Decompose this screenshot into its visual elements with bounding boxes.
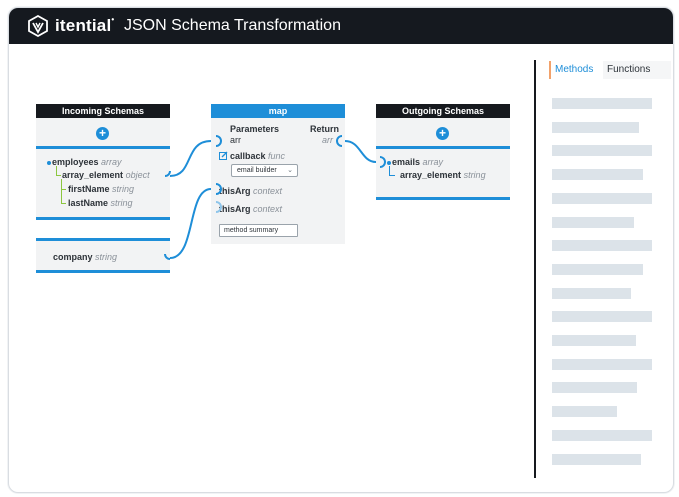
sidebar-divider <box>534 60 536 478</box>
incoming-schema-divider <box>36 146 170 149</box>
company-field[interactable]: company string <box>53 252 118 262</box>
incoming-schemas-panel: Incoming Schemas + employees array array… <box>36 104 170 220</box>
method-list-item-placeholder[interactable] <box>552 382 637 394</box>
add-outgoing-schema-button[interactable]: + <box>436 127 449 140</box>
connector-port <box>215 135 222 147</box>
method-list-item-placeholder[interactable] <box>552 287 631 299</box>
method-list-item-placeholder[interactable] <box>552 98 652 109</box>
edit-icon[interactable] <box>219 151 228 160</box>
first-name-field[interactable]: firstName string <box>68 184 135 194</box>
callback-field: callback func <box>230 151 286 161</box>
company-schema-panel: company string <box>36 238 170 273</box>
tree-line <box>389 175 395 176</box>
tab-methods[interactable]: Methods <box>549 61 598 79</box>
connection-company-to-thisarg <box>169 188 212 259</box>
company-schema-footer <box>36 270 170 273</box>
method-list-item-placeholder[interactable] <box>552 240 652 252</box>
itential-logo-icon <box>28 15 48 37</box>
tree-line <box>56 175 61 176</box>
incoming-schemas-title: Incoming Schemas <box>36 104 170 118</box>
method-list-item-placeholder[interactable] <box>552 263 643 275</box>
parameters-label: Parameters <box>230 124 280 134</box>
method-list-item-placeholder[interactable] <box>552 311 652 323</box>
incoming-schema-footer <box>36 217 170 220</box>
method-list-item-placeholder[interactable] <box>552 335 636 346</box>
array-element-field[interactable]: array_element object <box>62 170 150 180</box>
connection-employees-to-parameters <box>169 140 212 177</box>
method-list-item-placeholder[interactable] <box>552 216 634 228</box>
map-method-panel: map Parameters arr Return arr callback f… <box>211 104 345 244</box>
connector-port <box>215 201 222 213</box>
chevron-down-icon: ⌄ <box>287 167 293 174</box>
page-title: JSON Schema Transformation <box>124 17 341 34</box>
method-summary-input[interactable]: method summary <box>219 224 298 237</box>
callback-select[interactable]: email builder⌄ <box>231 164 298 177</box>
outgoing-schema-divider <box>376 146 510 149</box>
tree-line <box>56 166 57 176</box>
method-list-item-placeholder[interactable] <box>552 453 641 465</box>
connector-port <box>164 253 171 260</box>
emails-node-dot <box>387 161 391 165</box>
company-schema-top <box>36 238 170 241</box>
tab-functions[interactable]: Functions <box>603 61 671 79</box>
method-list-item-placeholder[interactable] <box>552 192 652 204</box>
this-arg-field-2: thisArg context <box>219 204 283 214</box>
tree-line <box>61 203 66 204</box>
outgoing-array-element-field[interactable]: array_element string <box>400 170 486 180</box>
method-list-item-placeholder[interactable] <box>552 406 617 418</box>
outgoing-schemas-panel: Outgoing Schemas + emails array array_el… <box>376 104 510 200</box>
connector-port <box>215 183 222 195</box>
tree-line <box>61 179 62 203</box>
method-list-item-placeholder[interactable] <box>552 121 639 133</box>
return-type: arr <box>322 135 333 145</box>
app-header: itential• JSON Schema Transformation <box>9 8 673 44</box>
connector-port <box>336 135 343 147</box>
tree-line <box>61 189 66 190</box>
sidebar-tabs: Methods Functions <box>549 60 673 80</box>
method-list-item-placeholder[interactable] <box>552 358 652 370</box>
method-list-item-placeholder[interactable] <box>552 169 643 181</box>
connection-return-to-emails <box>344 140 377 163</box>
last-name-field[interactable]: lastName string <box>68 198 133 208</box>
employees-field[interactable]: employees array <box>52 157 122 167</box>
outgoing-schema-footer <box>376 197 510 200</box>
emails-field[interactable]: emails array <box>392 157 444 167</box>
outgoing-schemas-title: Outgoing Schemas <box>376 104 510 118</box>
return-label: Return <box>310 124 339 134</box>
methods-sidebar: Methods Functions <box>534 60 673 492</box>
employees-node-dot <box>47 161 51 165</box>
method-list-item-placeholder[interactable] <box>552 145 652 157</box>
connection-lines <box>164 135 386 260</box>
this-arg-field-1: thisArg context <box>219 186 283 196</box>
add-incoming-schema-button[interactable]: + <box>96 127 109 140</box>
connector-port <box>164 170 171 177</box>
brand-name: itential• <box>55 15 115 35</box>
parameters-type: arr <box>230 135 241 145</box>
app-window: itential• JSON Schema Transformation Inc… <box>8 7 674 493</box>
method-list-item-placeholder[interactable] <box>552 429 652 441</box>
tree-line <box>389 166 390 176</box>
map-method-title: map <box>211 104 345 118</box>
connector-port <box>379 156 386 168</box>
transformation-canvas[interactable]: Incoming Schemas + employees array array… <box>9 44 536 492</box>
